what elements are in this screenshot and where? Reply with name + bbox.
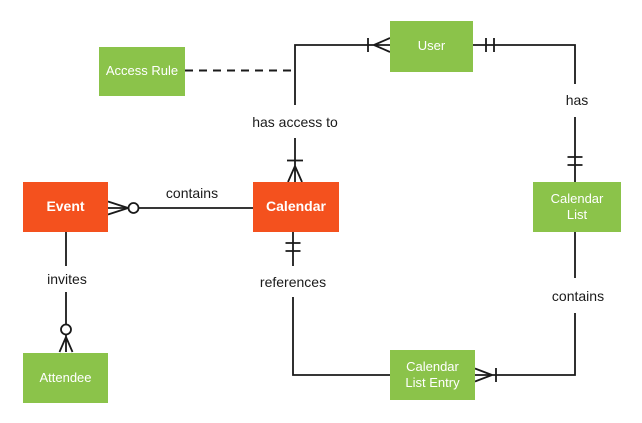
relationship-label-contains-event-calendar: contains bbox=[163, 185, 221, 201]
edge-user-has-calendar-list bbox=[473, 38, 583, 182]
relationship-label-references: references bbox=[257, 274, 329, 290]
entity-attendee[interactable]: Attendee bbox=[23, 353, 108, 403]
relationship-label-contains-calendar-list: contains bbox=[549, 288, 607, 304]
edge-calendar-contains-event bbox=[107, 200, 253, 216]
crowsfoot-icon bbox=[474, 367, 493, 383]
relationship-label-has: has bbox=[563, 92, 591, 108]
relationship-label-invites: invites bbox=[45, 271, 89, 287]
entity-label: Access Rule bbox=[105, 63, 179, 79]
entity-calendar[interactable]: Calendar bbox=[253, 182, 339, 232]
entity-label: Calendar List Entry bbox=[405, 358, 460, 390]
edge-entry-references-calendar bbox=[285, 232, 390, 376]
cardinality-tick-icon bbox=[285, 242, 301, 252]
cardinality-tick-icon bbox=[567, 156, 583, 166]
relationship-label-has-access-to: has access to bbox=[250, 114, 340, 130]
cardinality-tick-icon bbox=[485, 38, 495, 52]
edge-calendar-has-access-to-user bbox=[287, 37, 391, 183]
entity-label: Attendee bbox=[39, 369, 92, 385]
crowsfoot-icon bbox=[58, 335, 74, 353]
crowsfoot-icon bbox=[373, 37, 391, 53]
entity-label: Event bbox=[46, 198, 85, 215]
entity-calendar-list-entry[interactable]: Calendar List Entry bbox=[390, 350, 475, 400]
edge-calendar-list-contains-entry bbox=[474, 232, 576, 383]
entity-event[interactable]: Event bbox=[23, 182, 108, 232]
entity-access-rule[interactable]: Access Rule bbox=[99, 47, 185, 96]
entity-label: Calendar bbox=[266, 198, 326, 215]
zero-cardinality-circle-icon bbox=[60, 323, 72, 336]
crowsfoot-icon bbox=[287, 165, 303, 183]
edge-event-invites-attendee bbox=[58, 232, 74, 353]
entity-label: User bbox=[417, 38, 446, 54]
entity-label: Calendar List bbox=[550, 190, 604, 222]
entity-calendar-list[interactable]: Calendar List bbox=[533, 182, 621, 232]
zero-cardinality-circle-icon bbox=[127, 202, 140, 214]
entity-user[interactable]: User bbox=[390, 21, 473, 72]
crowsfoot-icon bbox=[107, 200, 129, 216]
